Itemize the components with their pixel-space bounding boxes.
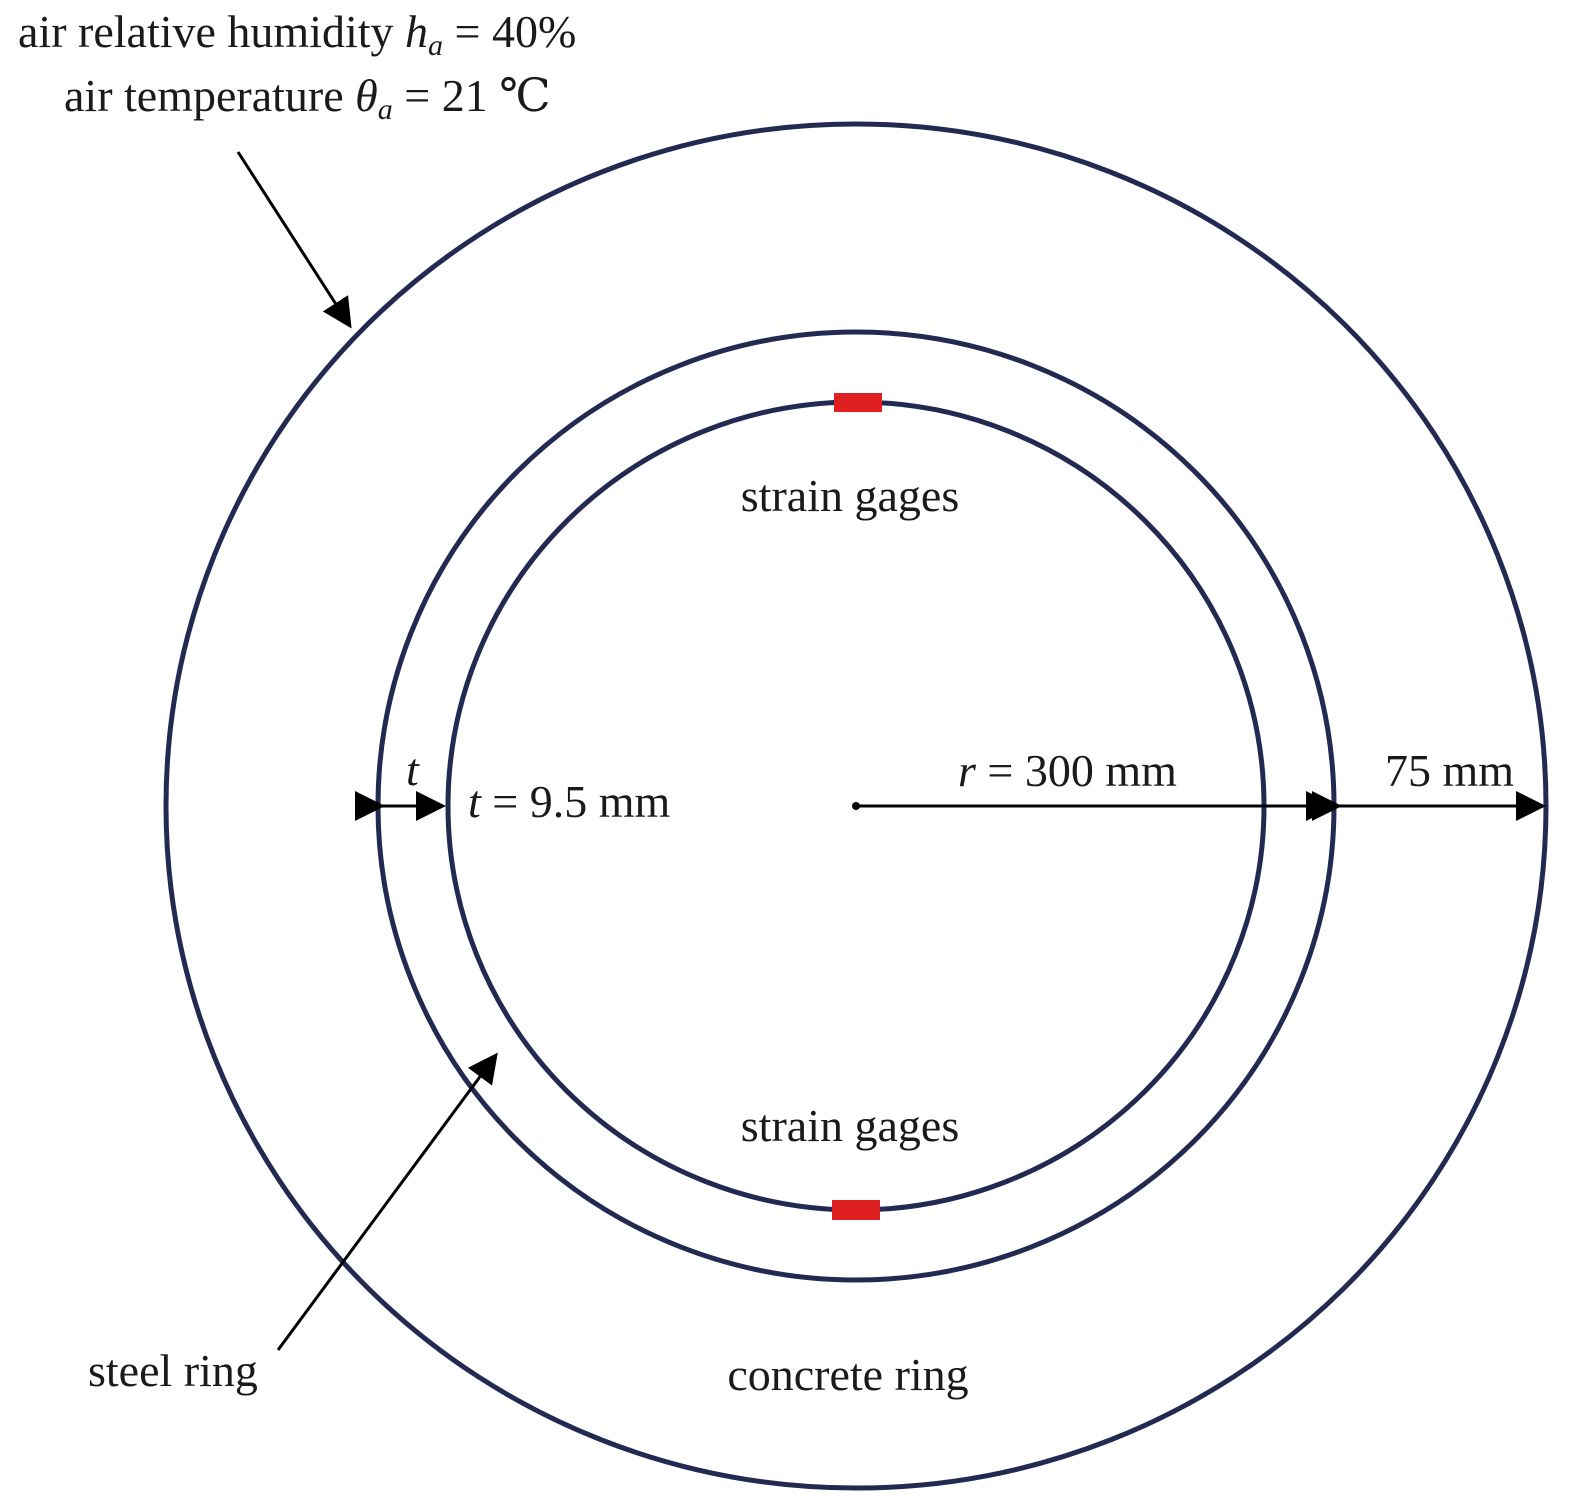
outer-concrete-ring-edge <box>163 121 1549 1491</box>
t-symbol-label: t <box>406 744 420 795</box>
concrete-width-label: 75 mm <box>1385 745 1514 796</box>
strain-gages-top-label: strain gages <box>741 470 959 521</box>
environment-leader-arrow <box>236 151 352 329</box>
temperature-label: air temperature θa = 21 ℃ <box>64 70 551 126</box>
humidity-label: air relative humidity ha = 40% <box>18 6 576 62</box>
concrete-ring-label: concrete ring <box>727 1349 968 1400</box>
steel-ring-label: steel ring <box>88 1345 258 1396</box>
steel-ring-leader-arrow <box>276 1052 498 1351</box>
strain-gage-top <box>834 393 882 412</box>
strain-gage-bottom <box>832 1200 880 1220</box>
strain-gages-bottom-label: strain gages <box>741 1100 959 1151</box>
radius-label: r = 300 mm <box>958 745 1177 796</box>
thickness-label: t = 9.5 mm <box>468 776 671 827</box>
